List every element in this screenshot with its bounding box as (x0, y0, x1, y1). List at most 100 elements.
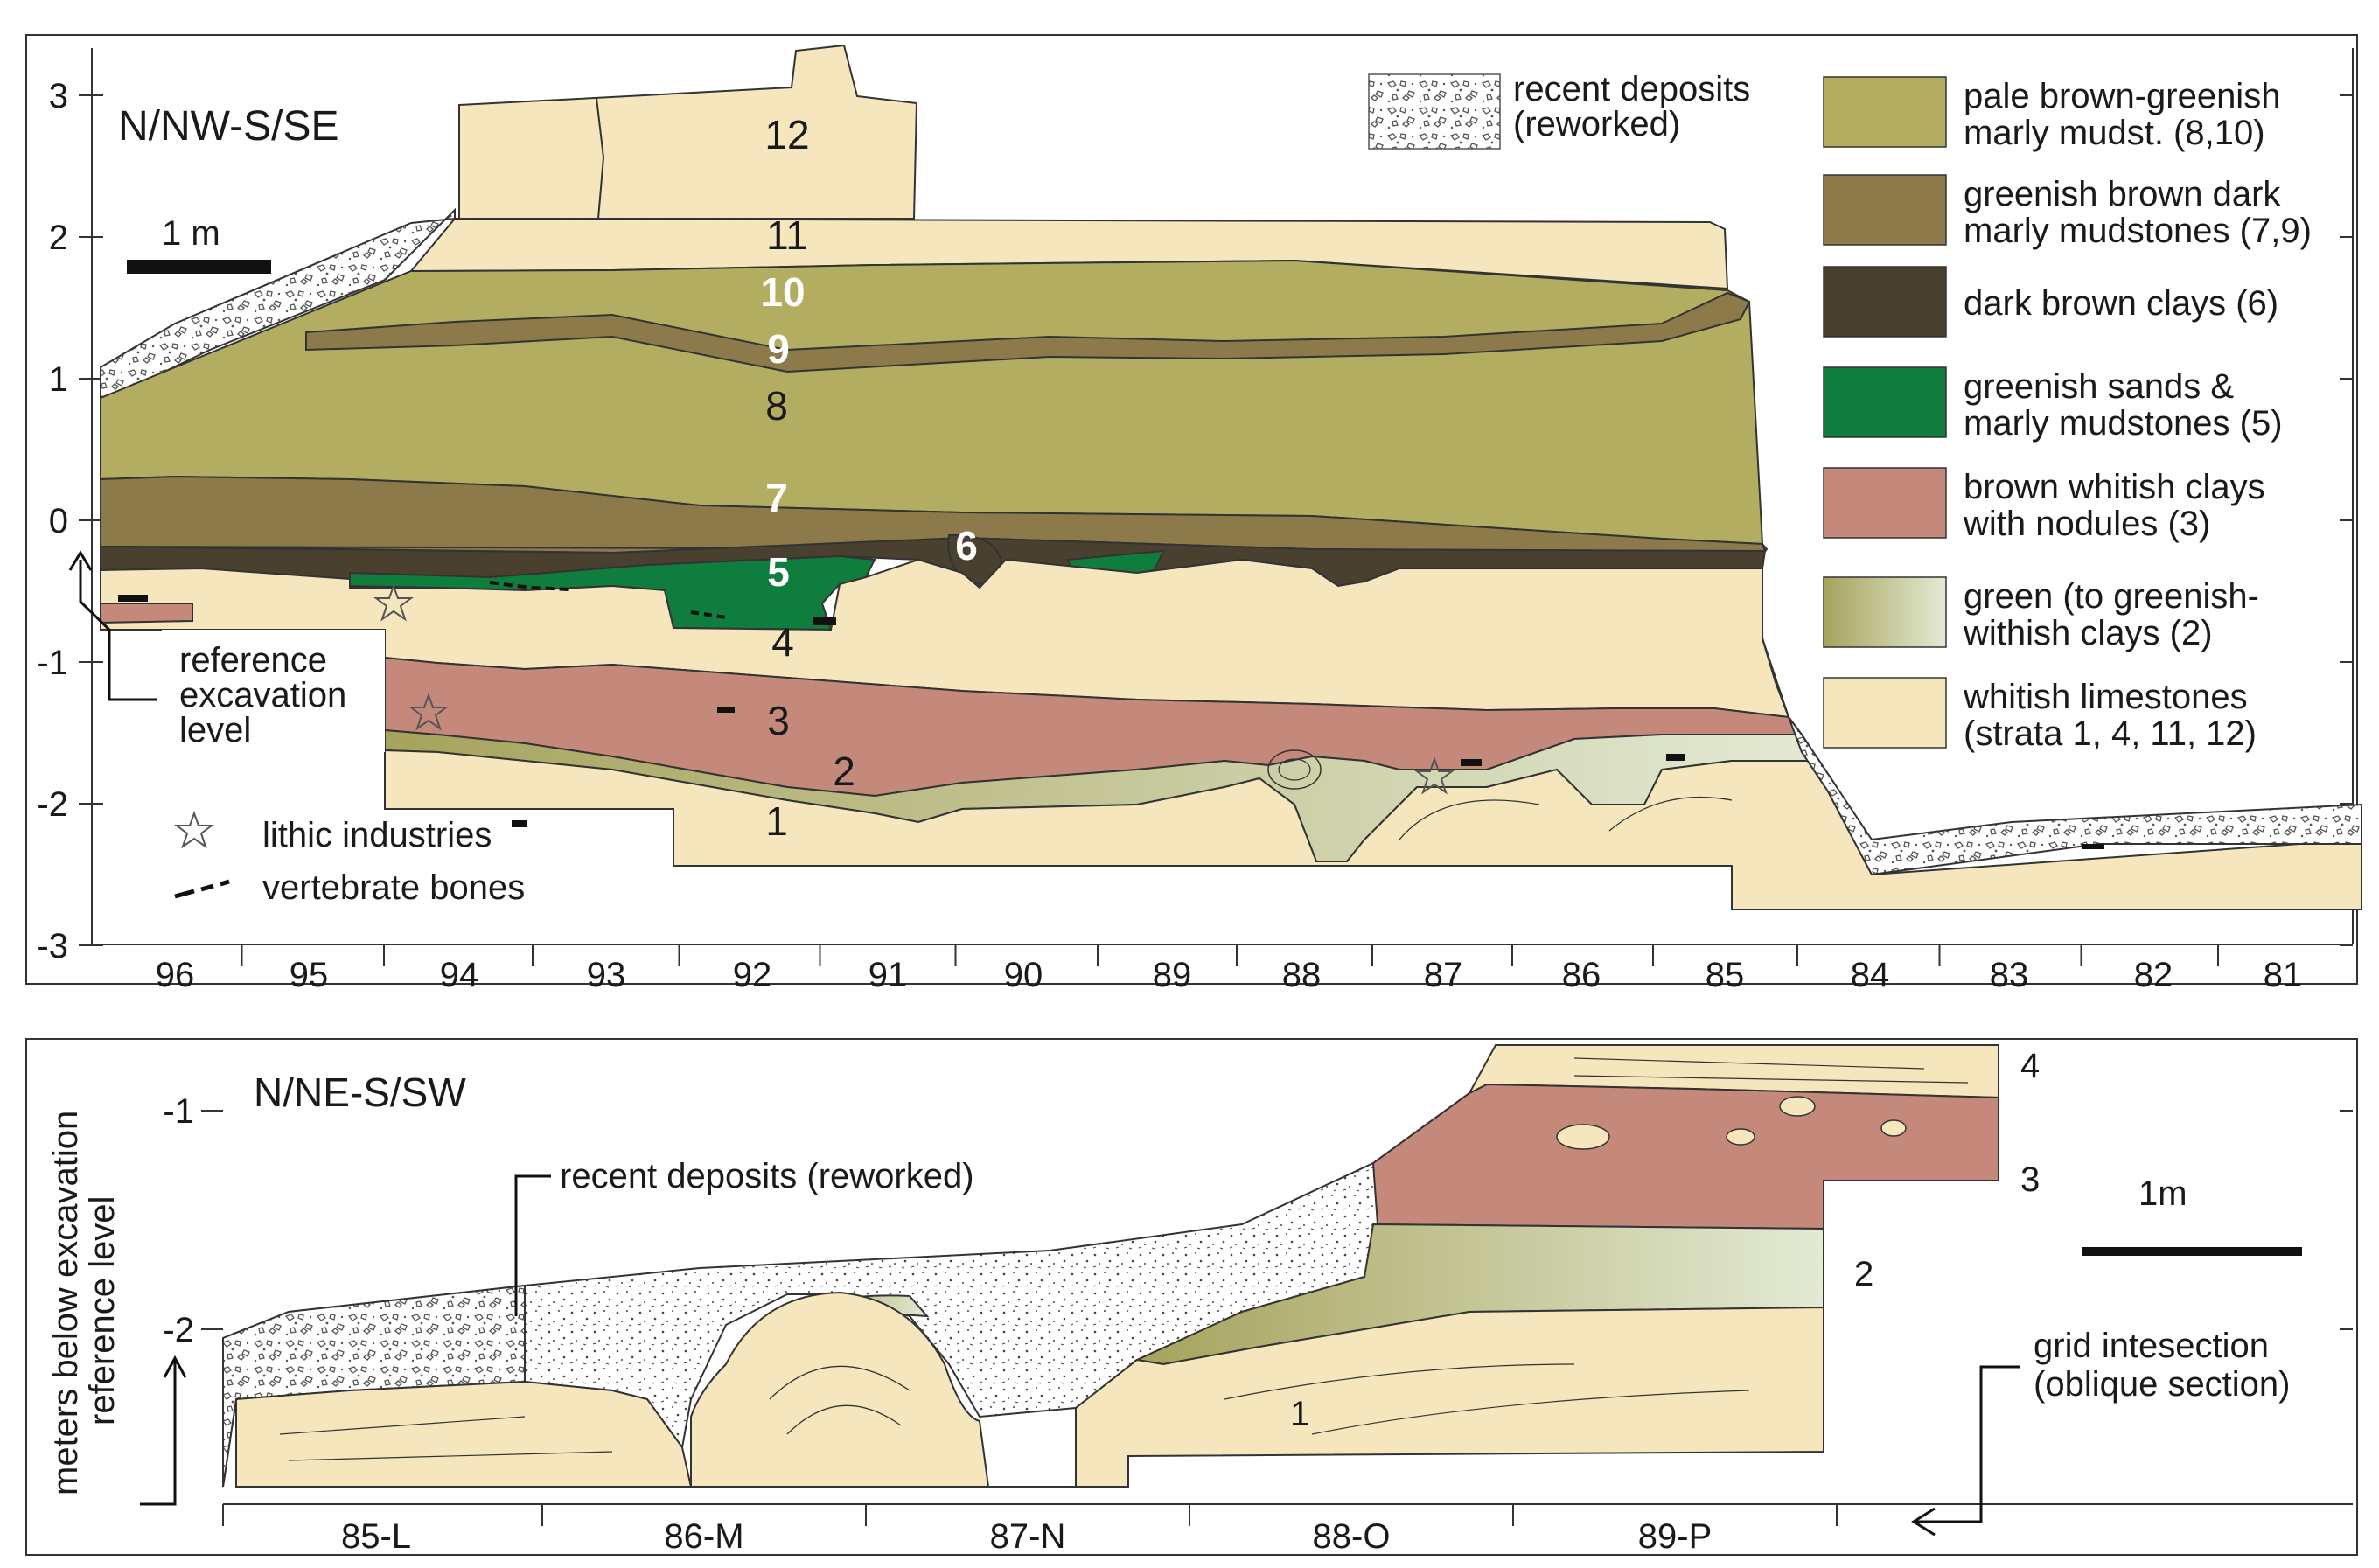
bottom-axis-title: meters below excavation reference level (46, 1111, 122, 1495)
top-y-tick-label: -3 (37, 927, 68, 965)
reference-note-line-2: excavation (179, 676, 346, 714)
legend-item-label: (strata 1, 4, 11, 12) (1964, 714, 2257, 753)
bottom-y-tick-label: -1 (163, 1092, 194, 1131)
scale-bar-bottom-label: 1m (2138, 1174, 2187, 1213)
top-x-tick-label: 88 (1282, 956, 1322, 994)
stratum-9-band (305, 291, 1751, 373)
top-section-frame (25, 34, 2358, 985)
legend-recent-swatch (1368, 73, 1501, 150)
stratum-number-label: 1 (765, 798, 788, 844)
bottom-stratum-1-dome (690, 1291, 990, 1488)
lithic-legend-label: lithic industries (262, 816, 492, 854)
lithic-stars (373, 583, 1455, 795)
top-x-tick-label: 90 (1004, 956, 1043, 994)
top-y-tick-label: 1 (49, 360, 68, 399)
legend-item-label: withish clays (2) (1963, 614, 2213, 652)
bottom-y-axis: -1 -2 (163, 1092, 2353, 1349)
legend-item-label: marly mudstones (7,9) (1964, 212, 2312, 250)
stratum-1-limestone (384, 749, 2362, 910)
top-x-tick-label: 95 (290, 956, 329, 994)
stratum-number-label: 3 (767, 698, 790, 743)
top-x-tick-label: 84 (1851, 956, 1890, 994)
top-x-tick-label: 93 (587, 956, 626, 994)
grid-note-arrow (1911, 1365, 2020, 1537)
bottom-section-title: N/NE-S/SW (254, 1070, 466, 1115)
legend-item-label: pale brown-greenish (1964, 77, 2280, 115)
reference-note-line-1: reference (179, 641, 327, 679)
recent-deposits-right (1762, 638, 2362, 876)
legend-swatch (1823, 266, 1947, 338)
legend-swatch (1823, 677, 1947, 749)
bottom-stratum-1-label: 1 (1290, 1395, 1309, 1433)
top-y-tick-label: 3 (49, 77, 68, 115)
top-x-tick-label: 94 (440, 956, 479, 994)
bottom-stratum-1-right (1075, 1306, 1824, 1488)
reference-note-box (162, 630, 385, 752)
stratum-number-label: 9 (767, 326, 790, 372)
bottom-x-tick-label: 88-O (1313, 1517, 1391, 1556)
grid-note-line-1: grid intesection (2034, 1327, 2269, 1365)
scale-bar-top (127, 260, 271, 274)
top-y-tick-label: 2 (49, 219, 68, 257)
top-x-tick-label: 89 (1153, 956, 1192, 994)
legend-item-label: brown whitish clays (1964, 468, 2265, 506)
bottom-x-tick-label: 87-N (990, 1517, 1066, 1556)
legend-item-label: greenish brown dark (1964, 175, 2281, 213)
bottom-axis-title-line-2: reference level (83, 1196, 122, 1425)
bottom-y-tick-label: -2 (163, 1311, 194, 1349)
legend-item-label: green (to greenish- (1964, 577, 2259, 616)
top-strata (100, 44, 2362, 910)
legend-item-label: with nodules (3) (1963, 505, 2210, 543)
legend-item-label: marly mudstones (5) (1964, 404, 2283, 443)
bottom-x-tick-label: 85-L (341, 1517, 411, 1556)
legend-item-label: greenish sands & (1964, 367, 2234, 406)
bones-legend-label: vertebrate bones (262, 868, 525, 907)
bones-legend-icon (174, 879, 230, 899)
top-y-tick-label: -1 (37, 644, 68, 682)
stratum-number-label: 8 (765, 383, 788, 429)
top-x-tick-label: 83 (1990, 956, 2029, 994)
star-icon (373, 583, 414, 622)
legend-item-label: dark brown clays (6) (1964, 284, 2278, 323)
scale-bar-top-label: 1 m (162, 214, 220, 253)
bottom-axis-arrow (140, 1355, 187, 1506)
bottom-stratum-3-label: 3 (2020, 1160, 2040, 1199)
bottom-stratum-3 (1371, 1083, 1999, 1230)
stratum-12-limestone (458, 44, 918, 220)
vertebrate-bones-marks (118, 581, 2104, 849)
bottom-strata (222, 1044, 1999, 1488)
bottom-stratum-2-label: 2 (1854, 1255, 1873, 1293)
reference-note-line-3: level (179, 711, 251, 749)
stratum-number-label: 7 (765, 475, 788, 520)
top-x-tick-label: 85 (1706, 956, 1745, 994)
star-icon (408, 693, 449, 731)
star-icon (1414, 756, 1455, 795)
top-x-tick-label: 86 (1562, 956, 1601, 994)
bottom-recent-label: recent deposits (reworked) (560, 1157, 974, 1195)
legend-swatch (1823, 576, 1947, 648)
stratum-number-label: 11 (766, 213, 808, 258)
stratum-3-lens-left (100, 603, 193, 624)
legend-swatch (1823, 76, 1947, 148)
legend-item-label: whitish limestones (1963, 678, 2248, 716)
top-section-title: N/NW-S/SE (118, 103, 338, 150)
stratum-number-label: 10 (760, 269, 805, 315)
reference-arrow (79, 560, 157, 701)
top-x-tick-label: 81 (2264, 956, 2303, 994)
bottom-section-frame (25, 1038, 2358, 1556)
bottom-nodules (1556, 1096, 1907, 1150)
stratum-number-label: 2 (833, 749, 855, 794)
bottom-x-tick-label: 89-P (1638, 1517, 1713, 1556)
lithic-star-legend-icon (174, 811, 214, 849)
top-y-tick-label: 0 (49, 502, 68, 540)
bottom-axis-title-line-1: meters below excavation (46, 1111, 85, 1495)
top-y-tick-label: -2 (37, 785, 68, 824)
top-x-tick-label: 82 (2134, 956, 2173, 994)
stratum-number-label: 4 (771, 619, 794, 665)
legend-recent-line-2: (reworked) (1513, 105, 1680, 143)
